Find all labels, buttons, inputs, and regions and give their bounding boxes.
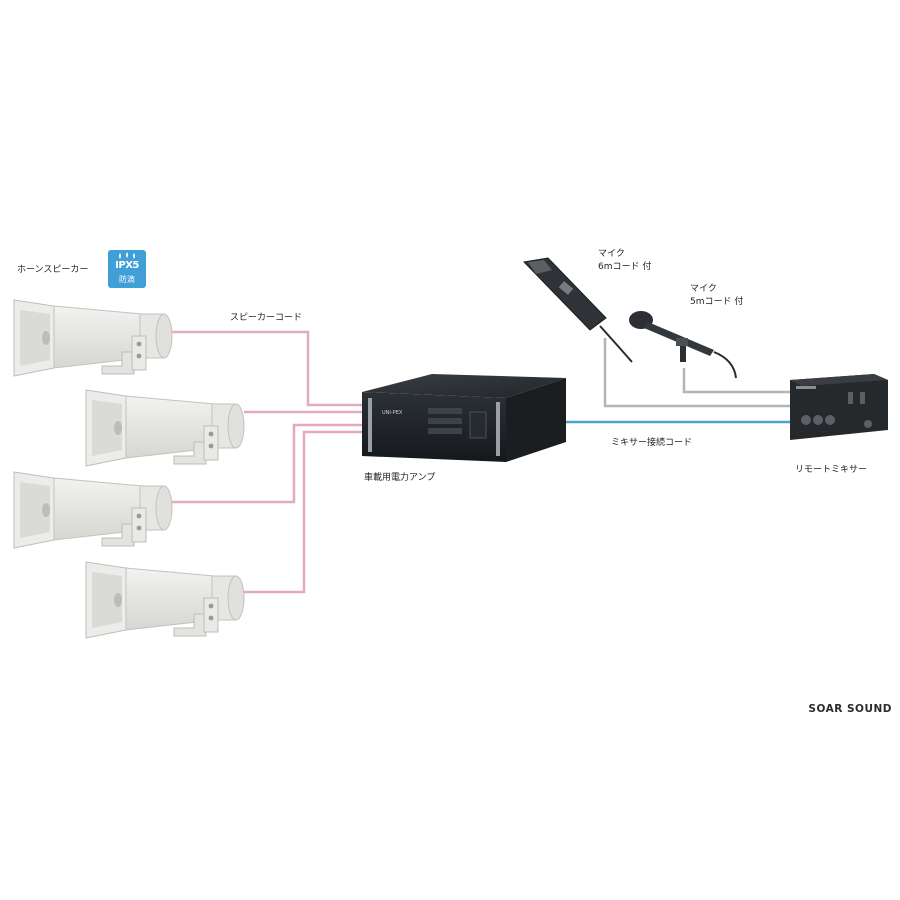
mic1-cord-label: 6mコード 付 [598,261,651,272]
brand-logo: SOAR SOUND [808,703,892,715]
water-drops-icon [119,252,135,259]
mic1-title-label: マイク [598,248,625,259]
stand-microphone [629,311,737,379]
mic2-title-label: マイク [690,283,717,294]
horn-speaker-4 [85,561,245,639]
ipx5-rating: IPX5 [115,260,139,271]
mic2-cord-label: 5mコード 付 [690,296,743,307]
remote-mixer-label: リモートミキサー [795,464,867,475]
speaker-cord-4 [244,430,364,594]
amp-brand-text: UNI-PEX [382,410,403,416]
mixer-cord-label: ミキサー接続コード [611,436,692,448]
horn-speaker-2 [85,389,245,467]
speaker-cord-1 [172,330,364,407]
ipx5-drip-proof: 防滴 [119,275,135,284]
handheld-microphone [522,257,633,363]
speaker-cord-3 [172,423,364,504]
remote-mixer [790,374,888,440]
mic-cord-2 [682,368,790,394]
horn-speaker-1 [13,299,173,377]
power-amplifier: UNI-PEX [362,374,566,462]
speaker-cords [172,330,364,594]
mic-cords [603,338,790,408]
mic-cord-1 [603,338,790,408]
ipx5-badge: IPX5 防滴 [108,250,146,288]
speaker-cord-label: スピーカーコード [230,312,302,323]
amplifier-label: 車載用電力アンプ [364,471,435,483]
horn-speaker-3 [13,471,173,549]
horn-speaker-label: ホーンスピーカー [17,264,88,275]
